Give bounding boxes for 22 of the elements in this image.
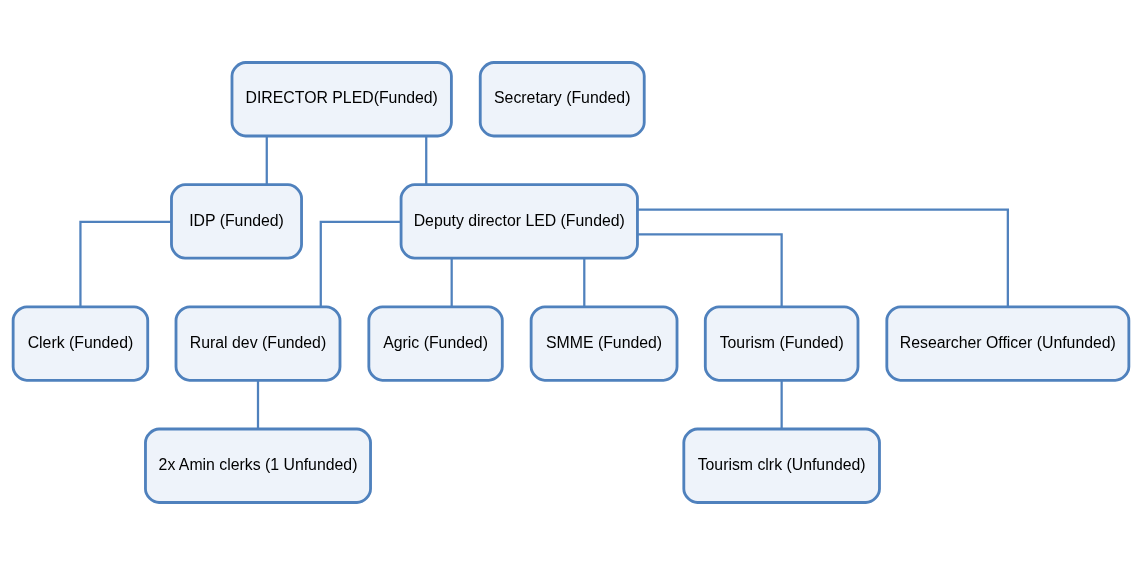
- node-box: IDP (Funded): [170, 183, 303, 260]
- node-box: 2x Amin clerks (1 Unfunded): [144, 427, 372, 504]
- node-box: Researcher Officer (Unfunded): [885, 305, 1131, 382]
- connector: [425, 136, 428, 185]
- node-box: Clerk (Funded): [11, 305, 150, 382]
- node-box: Rural dev (Funded): [174, 305, 342, 382]
- node-box: Tourism clrk (Unfunded): [682, 427, 881, 504]
- connector: [583, 258, 586, 307]
- node-box: Agric (Funded): [367, 305, 504, 382]
- connector: [319, 220, 401, 307]
- connector: [256, 380, 260, 429]
- node-box: SMME (Funded): [529, 305, 679, 382]
- connector: [780, 380, 783, 429]
- node-box: DIRECTOR PLED(Funded): [230, 61, 453, 138]
- node-box: Tourism (Funded): [703, 305, 860, 382]
- connector: [79, 220, 172, 307]
- connector: [637, 233, 783, 307]
- connector: [265, 136, 268, 185]
- connector: [637, 208, 1009, 307]
- node-box: Secretary (Funded): [478, 61, 646, 138]
- connector: [450, 258, 453, 307]
- node-box: Deputy director LED (Funded): [399, 183, 639, 260]
